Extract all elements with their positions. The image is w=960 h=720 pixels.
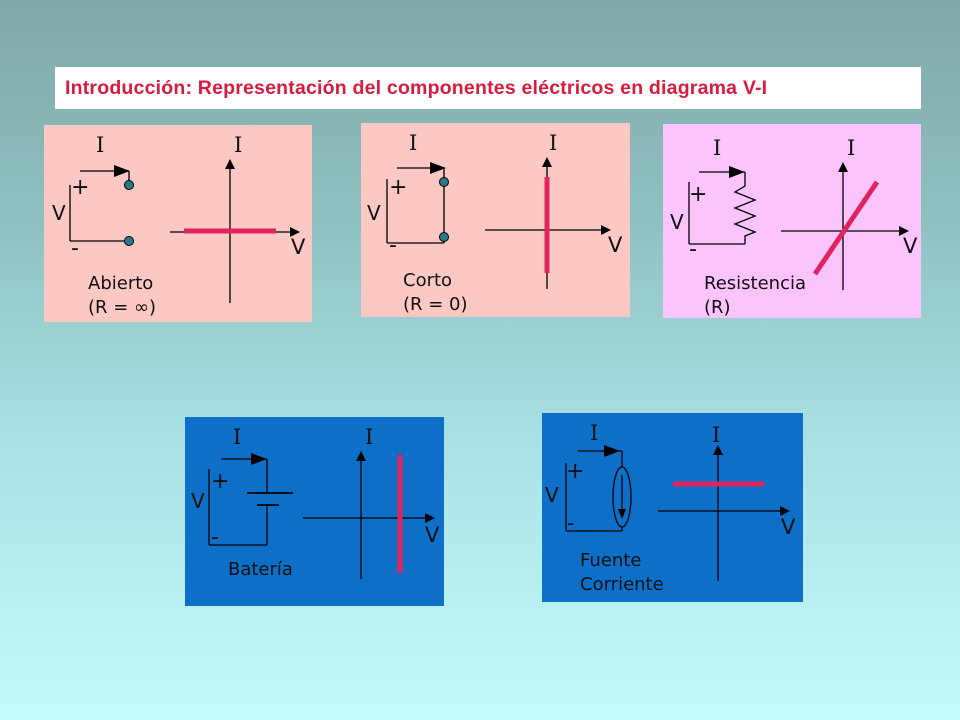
axis-current-label: I [234,133,243,157]
current-label: I [713,136,722,160]
minus-sign: - [71,236,79,261]
short-circuit-icon [386,162,449,244]
current-source-icon [565,445,632,532]
current-label: I [233,425,242,449]
iv-axes [658,445,790,581]
title-box: Introducción: Representación del compone… [55,67,921,109]
plus-sign: + [689,182,708,207]
panel-short-circuit: I I + V - V Corto (R = 0) [361,123,630,317]
axis-voltage-label: V [425,523,440,547]
axis-current-label: I [365,425,374,449]
voltage-label: V [670,210,684,234]
resistor-icon [688,166,757,245]
axis-voltage-label: V [781,515,796,539]
current-label: I [409,131,418,155]
axis-voltage-label: V [608,233,623,257]
panel-caption: Resistencia (R) [704,273,806,318]
minus-sign: - [389,233,397,258]
resistor-diagram [688,162,909,290]
plus-sign: + [566,459,585,484]
voltage-label: V [52,201,66,225]
panel-caption: Fuente Corriente [580,550,664,595]
open-circuit-icon [69,165,134,246]
axis-current-label: I [712,423,721,447]
panel-open-circuit: I I + V - V Abierto (R = ∞) [44,125,312,322]
axis-current-label: I [847,136,856,160]
minus-sign: - [211,525,219,550]
voltage-label: V [367,201,381,225]
minus-sign: - [567,511,575,535]
current-label: I [590,421,599,445]
voltage-label: V [191,489,205,513]
iv-axes [303,451,435,579]
plus-sign: + [211,469,230,494]
battery-diagram [208,451,435,579]
iv-curve-sloped [812,180,880,276]
page-title: Introducción: Representación del compone… [65,76,768,99]
axis-current-label: I [549,131,558,155]
short-circuit-diagram [386,157,611,289]
panel-caption: Batería [228,559,293,580]
minus-sign: - [689,237,697,262]
current-source-diagram [565,445,790,581]
panel-caption: Corto (R = 0) [403,270,468,315]
open-circuit-diagram [69,159,300,303]
panel-current-source: I I + V - V Fuente Corriente [542,413,803,602]
plus-sign: + [71,175,90,200]
panel-resistor: I I + V - V Resistencia (R) [663,124,921,318]
voltage-label: V [545,483,559,507]
axis-voltage-label: V [291,235,306,259]
panel-caption: Abierto (R = ∞) [88,273,157,318]
plus-sign: + [389,175,408,200]
panel-battery: I I + V - V Batería [185,417,444,606]
current-label: I [96,133,105,157]
axis-voltage-label: V [903,234,918,258]
battery-icon [208,453,293,546]
